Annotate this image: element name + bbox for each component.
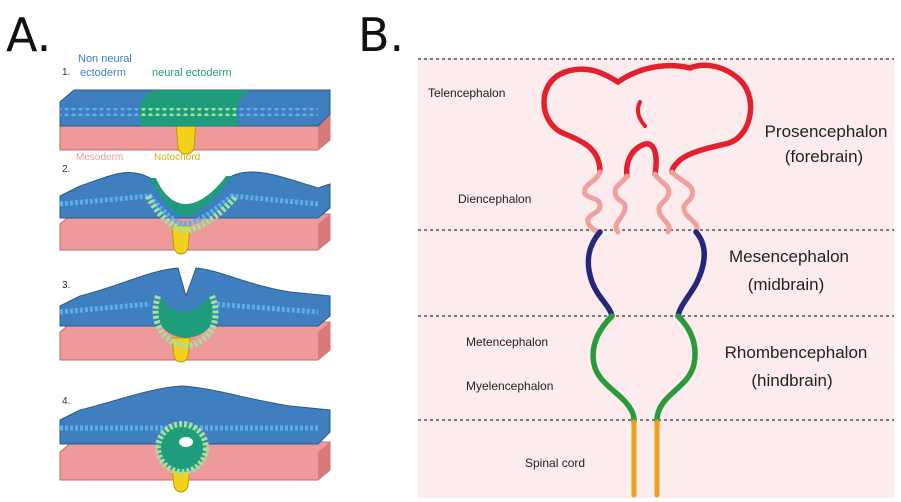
label-hindbrain: (hindbrain) [751, 371, 832, 390]
label-non-neural-line2: ectoderm [80, 67, 126, 79]
stage-3-diagram [60, 268, 330, 362]
step-number-2: 2. [62, 164, 70, 175]
label-prosencephalon: Prosencephalon [765, 122, 888, 141]
step-number-3: 3. [62, 280, 70, 291]
panel-a: 1. 2. 3. 4. Non neural ectoderm neural e… [60, 53, 330, 492]
label-notochord: Notochord [154, 152, 200, 163]
step-number-1: 1. [62, 67, 70, 78]
label-telencephalon: Telencephalon [428, 86, 505, 100]
label-mesencephalon: Mesencephalon [729, 247, 849, 266]
stage-4-diagram [60, 386, 330, 492]
label-neural-ectoderm: neural ectoderm [152, 67, 232, 79]
label-spinal-cord: Spinal cord [525, 456, 585, 470]
label-myelencephalon: Myelencephalon [466, 379, 553, 393]
label-mesoderm: Mesoderm [76, 152, 123, 163]
label-forebrain: (forebrain) [785, 147, 863, 166]
label-midbrain: (midbrain) [748, 275, 825, 294]
label-metencephalon: Metencephalon [466, 335, 548, 349]
label-diencephalon: Diencephalon [458, 192, 531, 206]
panel-b: Telencephalon Diencephalon Metencephalon… [418, 58, 894, 498]
label-rhombencephalon: Rhombencephalon [725, 343, 868, 362]
step-number-4: 4. [62, 396, 70, 407]
label-non-neural-line1: Non neural [78, 53, 132, 65]
stage-1-diagram [60, 90, 330, 154]
stage-2-diagram [60, 172, 330, 254]
